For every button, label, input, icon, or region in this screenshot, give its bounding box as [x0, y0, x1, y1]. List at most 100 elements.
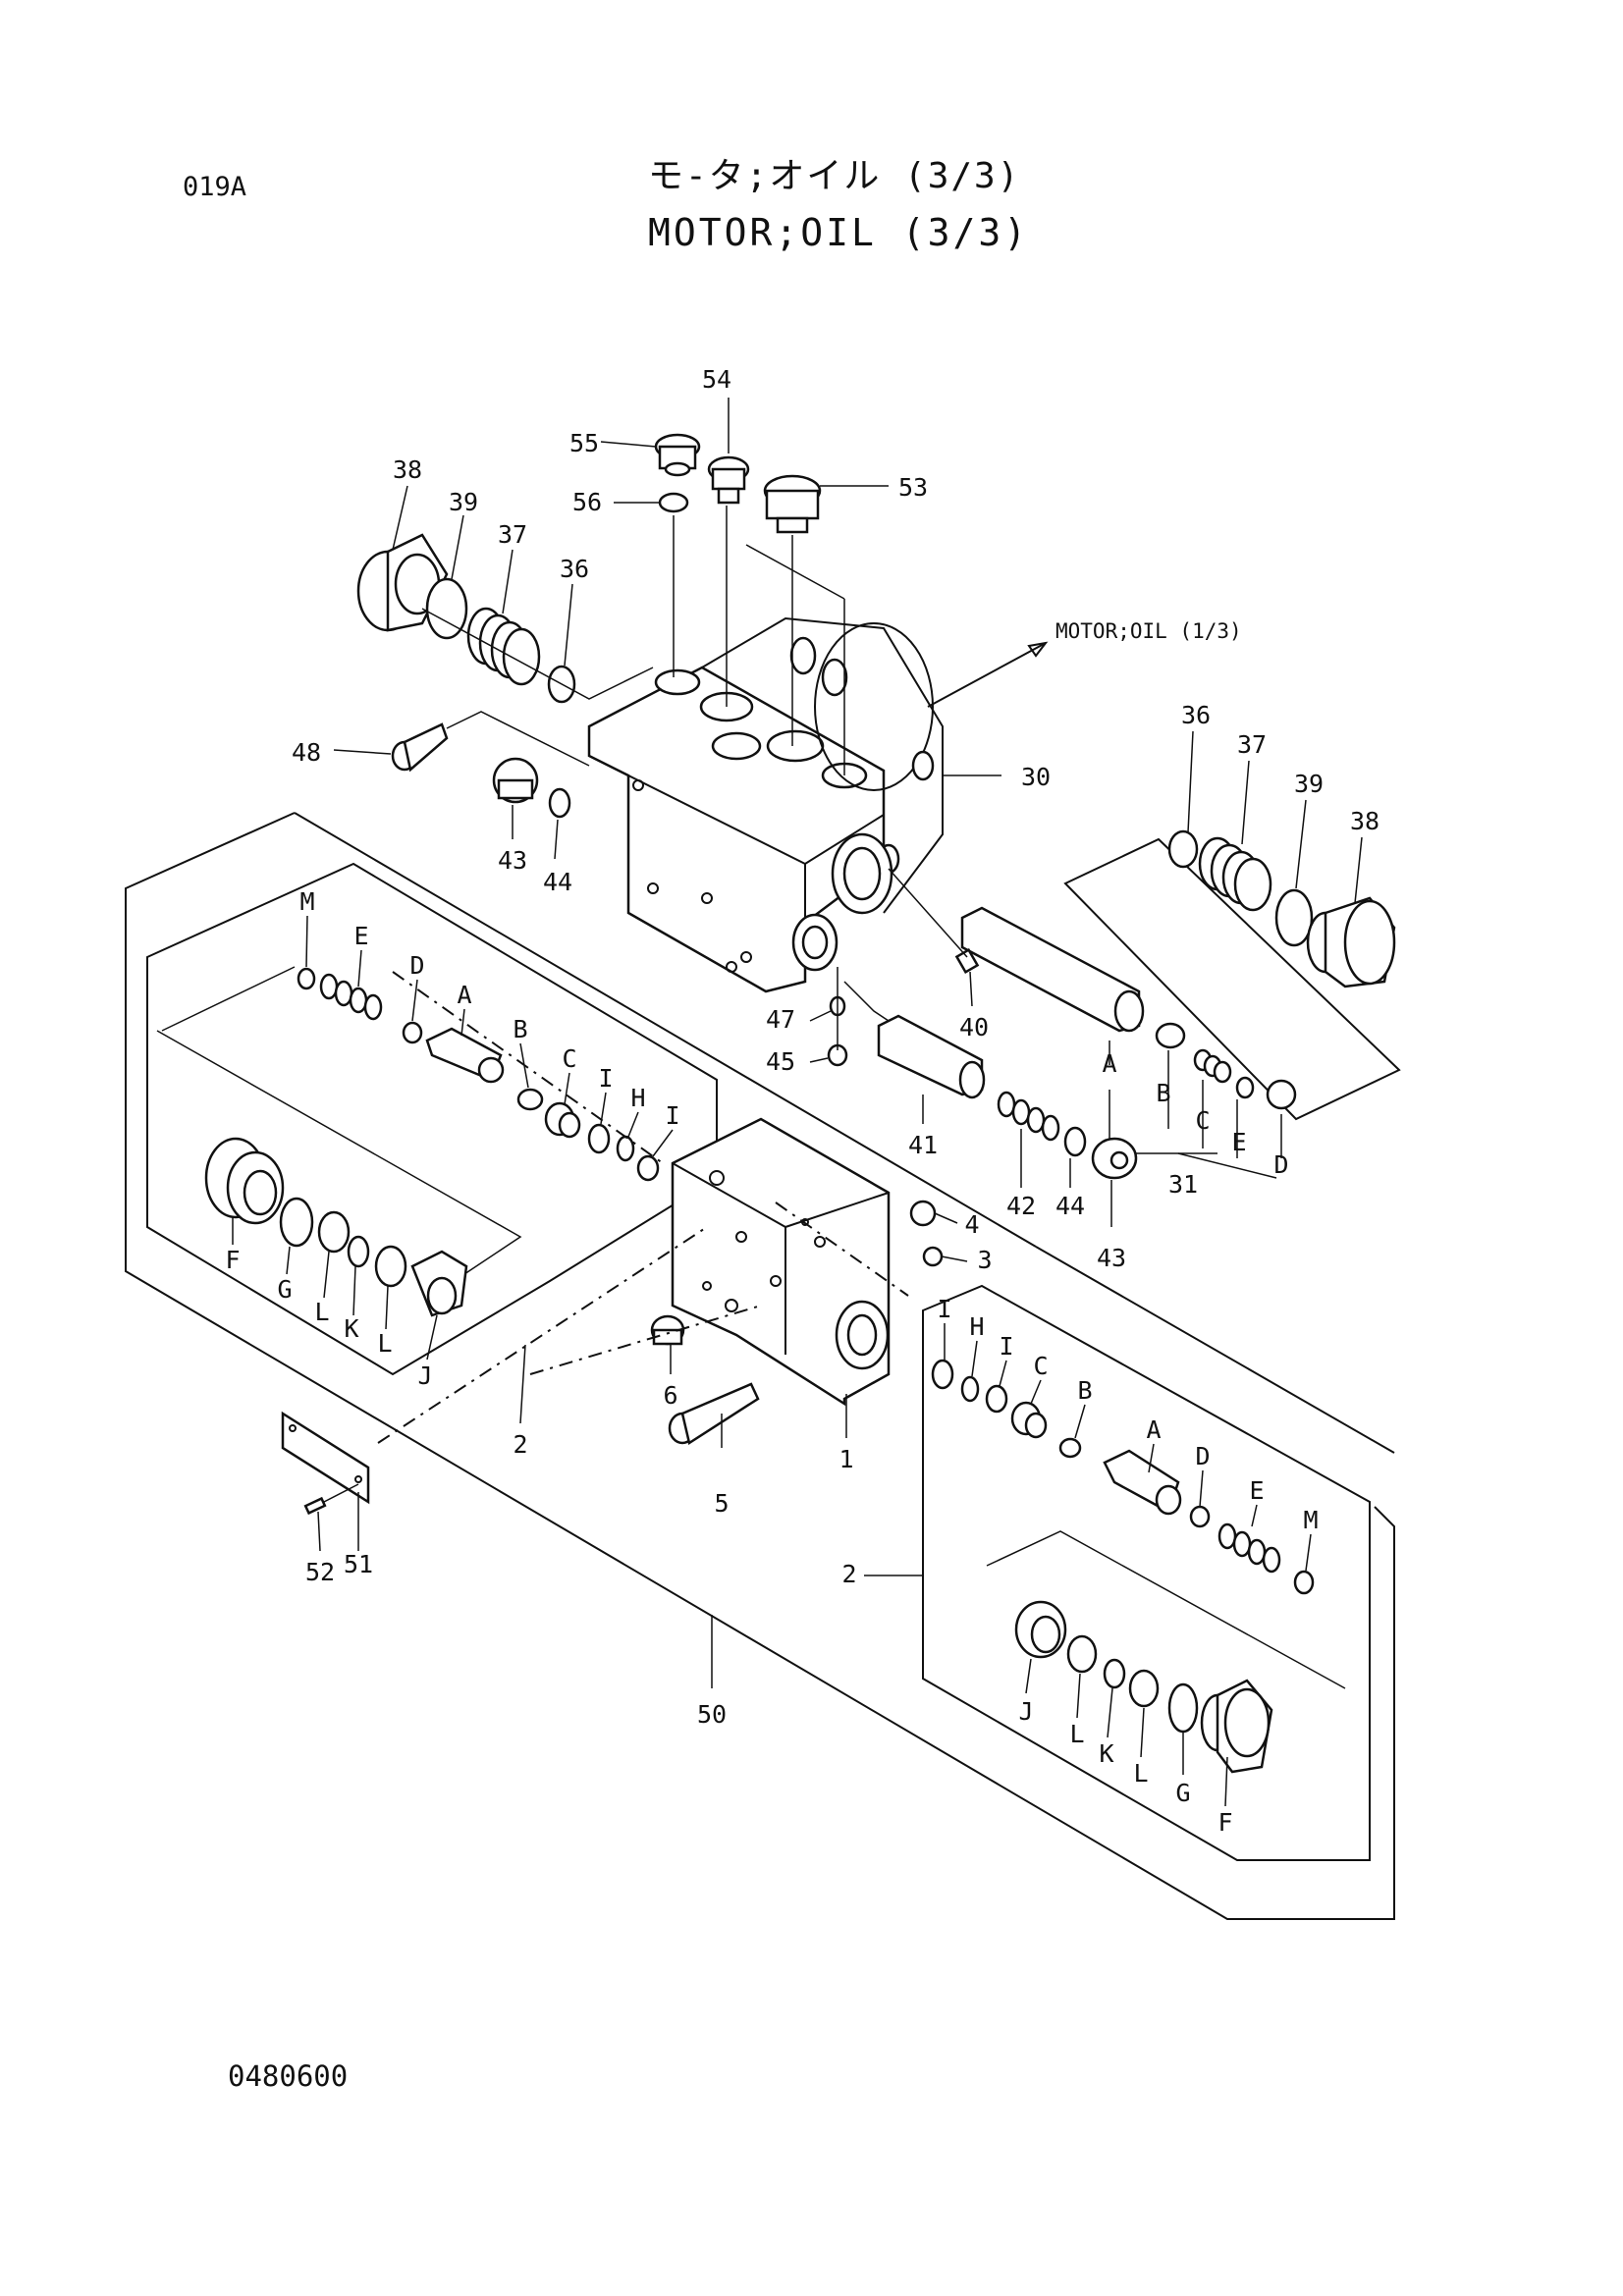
valve-block-1 [671, 1117, 891, 1407]
right-part-L2 [1128, 1669, 1160, 1708]
o-ring-39-right [1274, 888, 1314, 947]
plug-55 [654, 433, 701, 477]
plug-38-right [1306, 896, 1396, 988]
callout-left-J: J [417, 1362, 432, 1390]
callout-54: 54 [702, 365, 731, 394]
left-part-L2 [374, 1245, 407, 1288]
left-part-M [297, 967, 316, 990]
callout-36-left: 36 [560, 555, 589, 583]
callout-spool-A: A [1102, 1049, 1116, 1078]
right-part-H [960, 1375, 980, 1403]
callout-56: 56 [572, 488, 602, 516]
callout-38-left: 38 [393, 455, 422, 484]
callout-right-B: B [1077, 1376, 1092, 1405]
callout-left-F: F [225, 1246, 240, 1274]
spool-31-E [1235, 1076, 1255, 1099]
spool-31-A [960, 906, 1145, 1033]
left-part-J [410, 1250, 468, 1317]
callout-left-L2: L [377, 1329, 392, 1358]
left-part-H [616, 1135, 635, 1162]
callout-42: 42 [1006, 1192, 1036, 1220]
callout-left-A: A [457, 981, 471, 1009]
callout-4: 4 [964, 1210, 979, 1239]
right-part-B [1058, 1437, 1082, 1459]
callout-left-C: C [562, 1044, 576, 1073]
callout-spool-C: C [1195, 1106, 1210, 1135]
callout-31: 31 [1168, 1170, 1198, 1199]
right-part-L1 [1066, 1634, 1098, 1674]
o-ring-3 [922, 1246, 944, 1267]
plug-54 [707, 455, 750, 505]
left-part-I2 [636, 1154, 660, 1182]
valve-block-30 [587, 616, 944, 993]
callout-2-left: 2 [513, 1430, 527, 1459]
plug-43-upper [492, 757, 539, 804]
callout-3: 3 [977, 1246, 992, 1274]
callout-left-D: D [409, 951, 424, 980]
right-part-F [1200, 1679, 1273, 1774]
left-part-E [319, 973, 383, 1021]
callout-spool-D: D [1273, 1150, 1288, 1179]
callout-30: 30 [1021, 763, 1051, 791]
callout-39-left: 39 [449, 488, 478, 516]
callout-spool-E: E [1231, 1128, 1246, 1156]
callout-right-J: J [1018, 1697, 1033, 1726]
callout-41: 41 [908, 1131, 938, 1159]
group-2-right-boundary [922, 1284, 1371, 1861]
right-part-G [1167, 1682, 1199, 1734]
callout-51: 51 [344, 1550, 373, 1578]
bolt-48 [391, 722, 449, 773]
left-part-K [347, 1235, 370, 1268]
pin-40 [954, 947, 980, 975]
spring-37-right [1198, 836, 1272, 912]
callout-48: 48 [292, 738, 321, 767]
right-part-I2 [985, 1384, 1008, 1414]
o-ring-4 [909, 1200, 937, 1227]
document-number: 0480600 [228, 2059, 349, 2093]
plug-53 [763, 474, 822, 534]
right-part-J [1014, 1600, 1067, 1659]
callout-37-left: 37 [498, 520, 527, 549]
callout-right-K: K [1099, 1739, 1113, 1768]
callout-left-K: K [344, 1314, 358, 1343]
callout-44-upper: 44 [543, 868, 572, 896]
callout-6: 6 [663, 1381, 677, 1410]
callout-right-L2: L [1133, 1759, 1148, 1788]
o-ring-39-left [425, 577, 468, 640]
callout-5: 5 [714, 1489, 729, 1518]
washer-36-right [1167, 829, 1199, 869]
left-part-C [544, 1101, 581, 1139]
right-part-A [1103, 1449, 1182, 1516]
callout-43-lower: 43 [1097, 1244, 1126, 1272]
callout-left-B: B [513, 1015, 527, 1043]
callout-right-H: H [969, 1312, 984, 1341]
left-part-A [425, 1027, 505, 1084]
callout-left-I1: I [598, 1064, 613, 1093]
right-part-M [1293, 1570, 1315, 1595]
plug-6 [650, 1314, 685, 1346]
callout-55: 55 [569, 429, 599, 457]
callout-37-right: 37 [1237, 730, 1267, 759]
reference-motor-oil-1-3: MOTOR;OIL (1/3) [1055, 619, 1242, 643]
right-part-D [1189, 1505, 1211, 1528]
o-ring-56 [658, 492, 689, 513]
right-part-C [1010, 1401, 1048, 1439]
assembly-50-boundary [125, 812, 1395, 1920]
left-part-F [204, 1137, 285, 1225]
callout-right-I2: I [999, 1332, 1013, 1361]
callout-36-right: 36 [1181, 701, 1211, 729]
right-part-E [1217, 1522, 1281, 1574]
right-part-I1 [931, 1359, 954, 1390]
o-ring-44-upper [548, 787, 571, 819]
bolt-5 [668, 1382, 760, 1446]
right-part-K [1103, 1658, 1126, 1689]
callout-52: 52 [305, 1558, 335, 1586]
callout-left-H: H [630, 1084, 645, 1112]
spool-31-C [1193, 1048, 1232, 1084]
callout-left-L1: L [314, 1298, 329, 1326]
callout-2-right: 2 [841, 1560, 856, 1588]
callout-right-D: D [1195, 1442, 1210, 1470]
name-plate-51 [281, 1411, 370, 1505]
callout-right-L1: L [1069, 1720, 1084, 1748]
